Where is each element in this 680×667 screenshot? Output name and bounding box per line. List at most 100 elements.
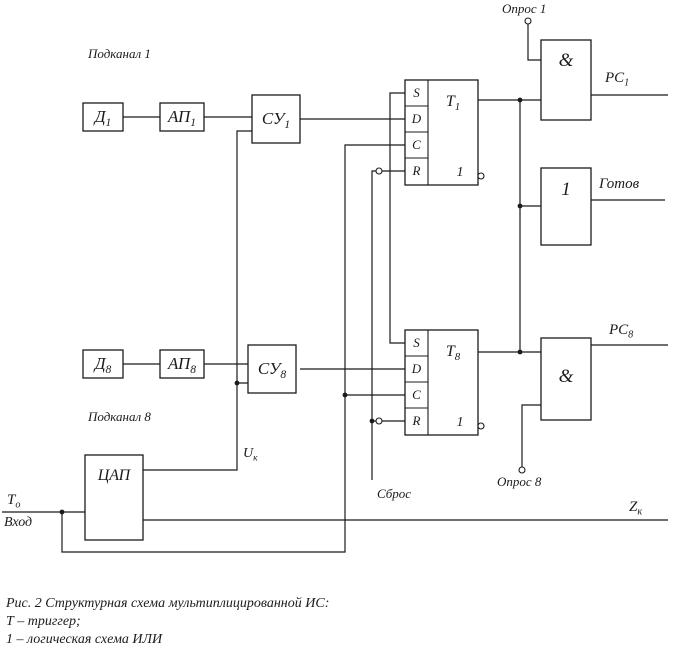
junction-dot bbox=[517, 349, 523, 355]
t8-main: Т bbox=[445, 343, 455, 360]
uk-label: Uк bbox=[243, 447, 258, 464]
d8-main: Д bbox=[94, 354, 106, 373]
pc8-label: РС8 bbox=[609, 323, 633, 341]
wire-poll8 bbox=[521, 404, 541, 467]
block-ap8-box bbox=[159, 349, 205, 379]
junction-dot bbox=[369, 418, 375, 424]
t1-pin-grid bbox=[405, 80, 429, 185]
d1-sub: 1 bbox=[105, 116, 112, 130]
block-t8-label: Т8 bbox=[430, 334, 476, 370]
poll8-terminal-circle bbox=[518, 466, 526, 474]
zk-sub: к bbox=[637, 506, 643, 518]
block-t1-label: Т1 bbox=[430, 84, 476, 120]
poll1-label: Опрос 1 bbox=[502, 1, 547, 16]
d8-sub: 8 bbox=[105, 363, 112, 377]
d1-main: Д bbox=[94, 107, 106, 126]
t1-pin-r: R bbox=[412, 163, 421, 178]
t0-main: Т bbox=[7, 492, 16, 508]
terminal-circles bbox=[375, 17, 532, 474]
block-su1-label: СУ1 bbox=[252, 95, 300, 143]
block-su8-box bbox=[247, 344, 297, 394]
t1-pin-d: D bbox=[411, 111, 422, 126]
block-ap1-box bbox=[159, 102, 205, 132]
uk-sub: к bbox=[253, 453, 258, 464]
block-d1-label: Д1 bbox=[83, 103, 123, 131]
wire-poll1 bbox=[527, 24, 541, 61]
t1-pin-c: C bbox=[412, 137, 421, 152]
wire-uk-feedback bbox=[143, 130, 252, 471]
block-and1-box bbox=[540, 39, 592, 121]
poll1-terminal-circle bbox=[524, 17, 532, 25]
trigger-dividers bbox=[405, 80, 429, 435]
pc1-sub: 1 bbox=[624, 77, 630, 89]
caption-line1: Рис. 2 Структурная схема мультиплицирова… bbox=[6, 596, 330, 611]
junction-dot bbox=[342, 392, 348, 398]
wire-set bbox=[389, 92, 405, 344]
block-su8-label: СУ8 bbox=[248, 345, 296, 393]
junction-dot bbox=[234, 380, 240, 386]
t0-label: То bbox=[7, 493, 20, 511]
pc8-sub: 8 bbox=[628, 329, 634, 341]
t8-pin-grid bbox=[405, 330, 429, 435]
uk-main: U bbox=[243, 446, 254, 461]
input-label: Вход bbox=[4, 515, 33, 530]
block-and8-box bbox=[540, 337, 592, 421]
and8-gate-label: & bbox=[558, 366, 574, 387]
ready-label: Готов bbox=[599, 176, 640, 192]
t1-r-inverter-circle bbox=[375, 167, 383, 175]
reset-label: Сброс bbox=[377, 486, 412, 501]
subchannel8-label: Подканал 8 bbox=[88, 409, 151, 424]
block-dac-label: ЦАП bbox=[97, 467, 131, 484]
block-ap8-label: АП8 bbox=[160, 350, 204, 378]
poll8-label: Опрос 8 bbox=[497, 474, 542, 489]
junction-dot bbox=[59, 509, 65, 515]
block-ap1-label: АП1 bbox=[160, 103, 204, 131]
wire-gate-outputs bbox=[591, 94, 668, 346]
t1-out-inverter-circle bbox=[477, 172, 485, 180]
and1-gate-label: & bbox=[558, 50, 574, 71]
block-d8-box bbox=[82, 349, 124, 379]
t0-sub: о bbox=[15, 499, 21, 511]
block-d8-label: Д8 bbox=[83, 350, 123, 378]
t8-sub: 8 bbox=[454, 350, 461, 363]
su1-main: СУ bbox=[261, 109, 285, 128]
caption-line2: Т – триггер; bbox=[6, 614, 81, 629]
t8-pin-d: D bbox=[411, 361, 422, 376]
junction-dot bbox=[517, 97, 523, 103]
ap8-sub: 8 bbox=[190, 363, 197, 377]
block-d1-box bbox=[82, 102, 124, 132]
t8-r-inverter-circle bbox=[375, 417, 383, 425]
t8-out-inverter-circle bbox=[477, 422, 485, 430]
block-or-box bbox=[540, 167, 592, 246]
junction-dots bbox=[59, 97, 523, 515]
zk-label: Zк bbox=[629, 500, 642, 518]
ap8-main: АП bbox=[167, 354, 191, 373]
block-dac-box bbox=[84, 454, 144, 541]
pc8-main: РС bbox=[609, 322, 629, 338]
block-su1-box bbox=[251, 94, 301, 144]
pc1-label: РС1 bbox=[605, 71, 629, 89]
wire-chain bbox=[123, 116, 405, 370]
block-outlines bbox=[82, 39, 592, 541]
su1-sub: 1 bbox=[284, 118, 291, 132]
wire-reset bbox=[371, 170, 405, 480]
subchannel1-label: Подканал 1 bbox=[88, 46, 151, 61]
su8-sub: 8 bbox=[280, 368, 287, 382]
or-gate-label: 1 bbox=[561, 179, 571, 200]
ap1-sub: 1 bbox=[190, 116, 197, 130]
t1-main: Т bbox=[445, 93, 455, 110]
t1-sub: 1 bbox=[454, 100, 461, 113]
zk-main: Z bbox=[629, 499, 638, 515]
su8-main: СУ bbox=[257, 359, 281, 378]
t8-pin-r: R bbox=[412, 413, 421, 428]
t8-pin-c: C bbox=[412, 387, 421, 402]
wire-trigger-outputs bbox=[478, 99, 541, 353]
wire-clock bbox=[61, 144, 405, 553]
t8-pin-s: S bbox=[413, 335, 420, 350]
t1-out-label: 1 bbox=[456, 165, 464, 180]
ap1-main: АП bbox=[167, 107, 191, 126]
junction-dot bbox=[517, 203, 523, 209]
pc1-main: РС bbox=[605, 70, 625, 86]
